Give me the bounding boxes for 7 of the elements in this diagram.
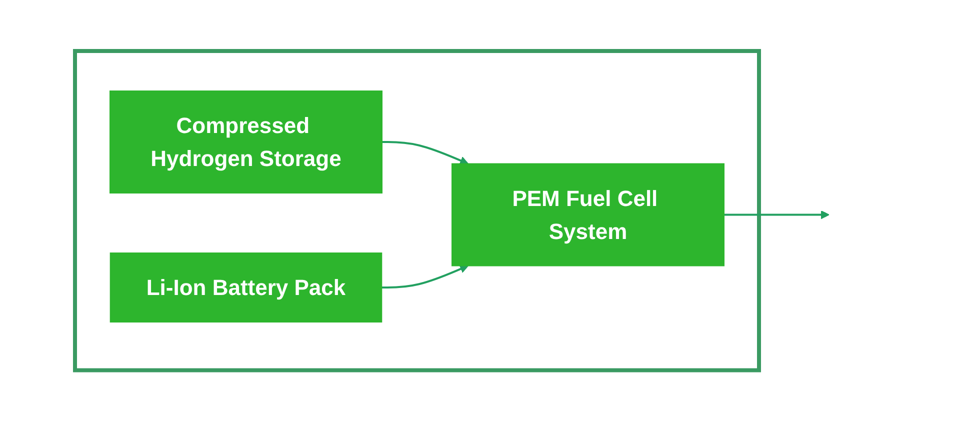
arrow	[382, 141, 468, 166]
node-box: Compressed Hydrogen Storage	[109, 90, 382, 194]
cluster	[72, 49, 760, 373]
arrow	[724, 210, 829, 220]
node-box: Li-Ion Battery Pack	[109, 252, 382, 323]
node-box: PEM Fuel Cell System	[451, 164, 724, 267]
arrow	[381, 265, 468, 289]
